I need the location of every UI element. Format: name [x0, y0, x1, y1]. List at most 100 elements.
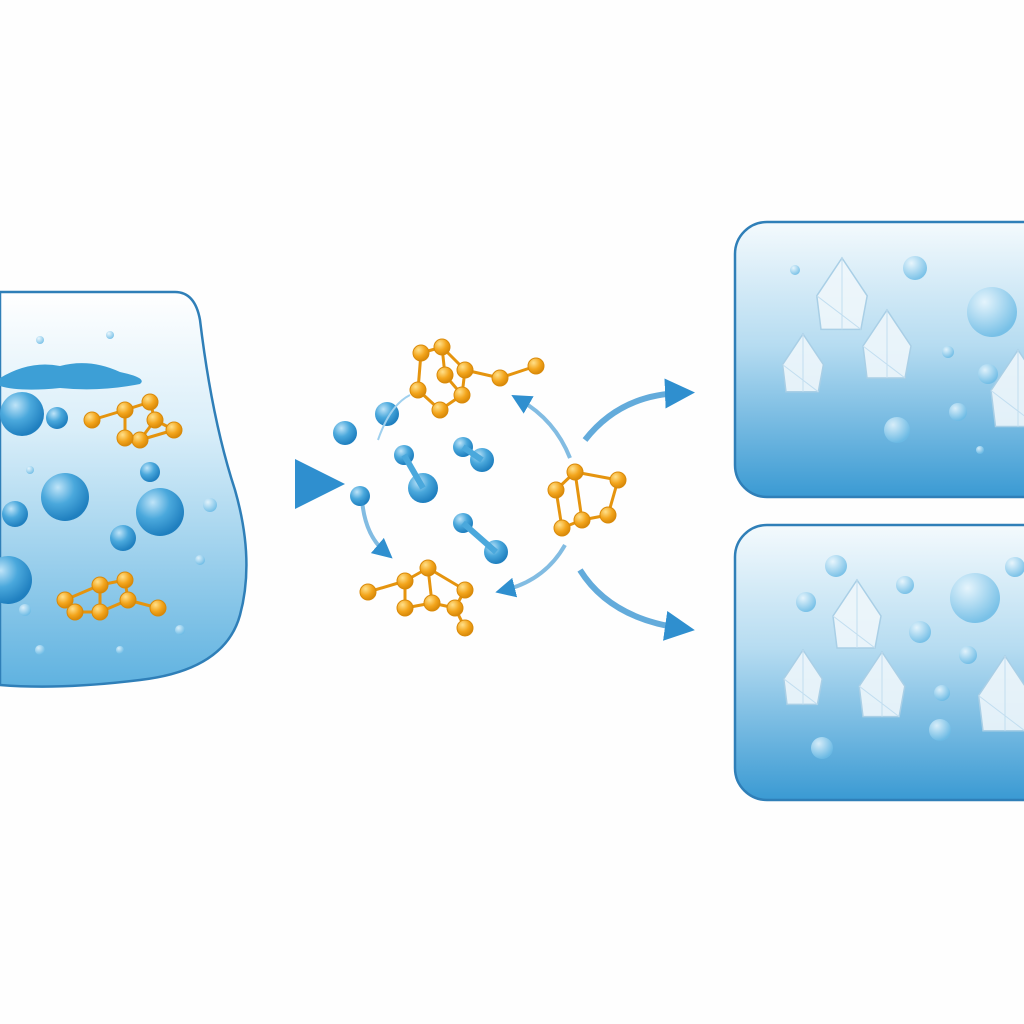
flow-arrow-down-right — [577, 568, 695, 641]
cycle-arrow-upper — [511, 395, 572, 459]
ice-crystal — [990, 348, 1024, 428]
bubble — [106, 331, 114, 339]
bubble — [967, 287, 1017, 337]
cluster-atom — [527, 357, 545, 375]
crystal-body — [977, 654, 1024, 732]
crystal-facet — [862, 345, 906, 379]
cluster-atom — [91, 576, 109, 594]
cluster-atom — [553, 519, 571, 537]
bubble — [976, 446, 984, 454]
cycle-arrow-left — [360, 499, 393, 559]
crystal-facet — [990, 390, 1024, 417]
bubble — [959, 646, 977, 664]
cluster-atom — [83, 411, 101, 429]
cluster-atom — [547, 481, 565, 499]
cluster-atom — [119, 591, 137, 609]
cycle-arc-top — [377, 394, 411, 441]
bubble — [909, 621, 931, 643]
liquid-surface-blob — [0, 363, 142, 390]
ice-crystal — [862, 308, 912, 379]
cluster-atom — [599, 506, 617, 524]
bubble — [811, 737, 833, 759]
cluster-atom — [419, 559, 437, 577]
ice-crystal — [858, 650, 906, 718]
water-molecule — [0, 392, 44, 436]
solute-cluster — [547, 463, 627, 537]
flow-arrow-up-right — [582, 378, 695, 442]
cluster-atom — [116, 571, 134, 589]
water-molecule — [110, 525, 136, 551]
solute-cluster — [56, 571, 167, 621]
cluster-atom — [423, 594, 441, 612]
bubble — [896, 576, 914, 594]
water-molecule — [2, 501, 28, 527]
cluster-atom — [359, 583, 377, 601]
cluster-atom — [146, 411, 164, 429]
crystal-facet — [858, 685, 900, 717]
cluster-atom — [456, 581, 474, 599]
ice-crystal — [977, 654, 1024, 732]
crystal-facet — [832, 615, 876, 649]
bubble — [903, 256, 927, 280]
cluster-atom — [141, 393, 159, 411]
bubble — [949, 403, 967, 421]
molecule-bond — [461, 520, 498, 555]
liquid-container — [0, 290, 248, 688]
cluster-atom — [433, 338, 451, 356]
cluster-atom — [409, 381, 427, 399]
ice-crystal — [783, 648, 823, 706]
solute-cluster — [83, 393, 183, 449]
cluster-atom — [566, 463, 584, 481]
cluster-atom — [573, 511, 591, 529]
molecule-bond — [401, 453, 426, 490]
bubble — [36, 336, 44, 344]
solute-cluster — [409, 338, 545, 419]
water-molecule — [41, 473, 89, 521]
water-molecule — [375, 402, 399, 426]
cluster-atom — [66, 603, 84, 621]
cluster-atom — [436, 366, 454, 384]
crystal-facet — [816, 295, 862, 330]
bubble — [19, 604, 31, 616]
cluster-atom — [412, 344, 430, 362]
bubble — [825, 555, 847, 577]
cluster-atom — [446, 599, 464, 617]
bubble — [26, 466, 34, 474]
water-molecule — [140, 462, 160, 482]
water-molecule — [136, 488, 184, 536]
bubble — [1005, 557, 1024, 577]
bubble — [175, 625, 185, 635]
ice-crystal — [816, 256, 868, 331]
ice-crystal — [832, 578, 882, 649]
cluster-atom — [609, 471, 627, 489]
crystal-facet — [978, 695, 1024, 731]
water-molecule — [46, 407, 68, 429]
cluster-atom — [165, 421, 183, 439]
bubble — [116, 646, 124, 654]
bubble — [790, 265, 800, 275]
bubble — [978, 364, 998, 384]
water-molecule — [0, 556, 32, 604]
bubble — [203, 498, 217, 512]
bubble — [950, 573, 1000, 623]
crystal-facet — [782, 364, 819, 393]
crystal-body — [990, 348, 1024, 428]
cluster-atom — [149, 599, 167, 617]
cluster-atom — [431, 401, 449, 419]
bubble — [796, 592, 816, 612]
cluster-atom — [491, 369, 509, 387]
cluster-atom — [56, 591, 74, 609]
cluster-atom — [131, 431, 149, 449]
cluster-atom — [453, 386, 471, 404]
cluster-atom — [456, 619, 474, 637]
bubble — [35, 645, 45, 655]
cluster-atom — [396, 572, 414, 590]
cluster-atom — [91, 603, 109, 621]
cluster-atom — [456, 361, 474, 379]
bubble — [884, 417, 910, 443]
bubble — [934, 685, 950, 701]
molecule-bond — [461, 444, 484, 463]
bubble — [942, 346, 954, 358]
bubble — [195, 555, 205, 565]
